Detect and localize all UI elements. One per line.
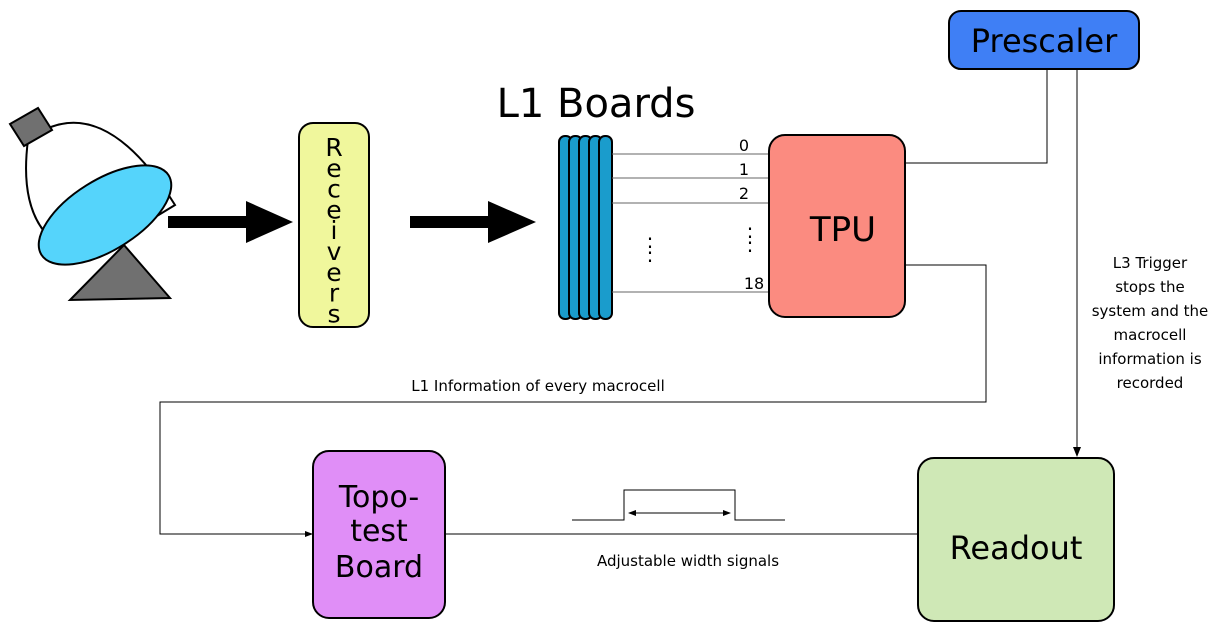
tpu-label: TPU [809,210,876,250]
dish-to-receivers-arrow [168,201,293,243]
l3-note-line-1: L3 Trigger [1113,254,1188,272]
channel-2-label: 2 [739,184,749,203]
prescaler-block: Prescaler [948,10,1140,70]
l1-boards-stack [558,135,613,320]
receivers-letter: v [327,237,342,266]
l3-note-line-2: stops the [1115,278,1185,296]
receivers-to-boards-arrow [410,201,536,243]
telescope-dish-icon [8,106,177,302]
tpu-block: TPU [768,134,906,318]
topo-label-line-3: Board [335,550,423,585]
l3-note-line-3: system and the [1092,302,1209,320]
channel-lines [612,153,770,293]
receivers-letter: s [327,299,340,328]
readout-label: Readout [950,529,1083,567]
l1-information-label: L1 Information of every macrocell [411,377,665,395]
receivers-letter: e [326,154,341,183]
tpu-prescaler-line [905,69,1048,164]
tpu-topo-line [159,264,987,537]
receivers-letter: c [327,175,341,204]
channel-ellipsis-right-2: : [747,233,754,257]
channel-ellipsis-left: : [647,229,654,253]
topo-label-line-2: test [350,514,408,549]
receivers-letter: i [331,216,338,245]
channel-1-label: 1 [739,160,749,179]
topo-test-board-block: Topo- test Board [312,450,446,619]
channel-ellipsis-left-2: : [647,243,654,267]
l3-note-line-5: information is [1098,350,1202,368]
adjustable-width-label: Adjustable width signals [597,552,779,570]
channel-0-label: 0 [739,136,749,155]
l1-boards-title: L1 Boards [497,81,696,127]
receivers-letter: R [325,133,342,162]
pulse-width-icon [572,489,785,521]
receivers-letter: r [329,279,340,308]
l3-note-line-6: recorded [1117,374,1184,392]
l3-trigger-note: L3 Trigger stops the system and the macr… [1092,254,1209,392]
receivers-letter: e [326,195,341,224]
receivers-letter: e [326,258,341,287]
channel-18-label: 18 [744,274,764,293]
prescaler-label: Prescaler [971,22,1118,60]
channel-ellipsis-right: : [747,219,754,243]
l3-note-line-4: macrocell [1114,326,1187,344]
readout-block: Readout [917,457,1115,622]
topo-label-line-1: Topo- [338,480,419,515]
